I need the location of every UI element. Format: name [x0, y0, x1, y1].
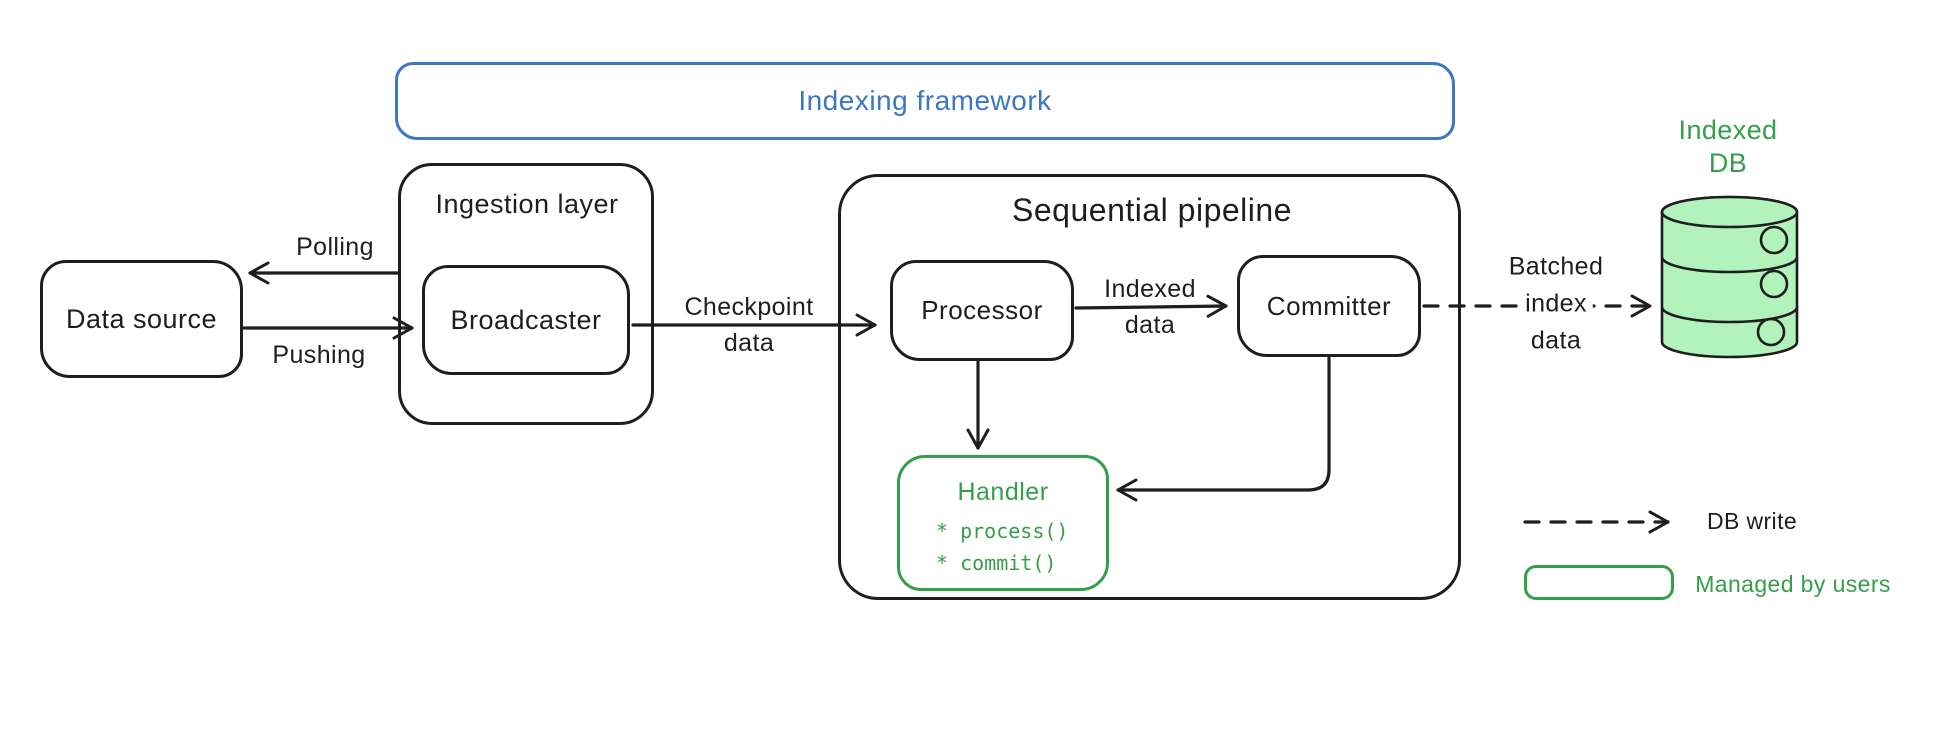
committer-node: Committer: [1237, 255, 1421, 357]
handler-node: Handler * process() * commit(): [897, 455, 1109, 591]
committer-label: Committer: [1266, 290, 1392, 321]
indexed-data-arrow: [1074, 294, 1228, 318]
db-cylinder-divider: [1660, 256, 1799, 274]
db-cylinder-divider: [1660, 306, 1799, 324]
db-dot-icon: [1756, 317, 1786, 347]
db-cylinder-top: [1660, 195, 1799, 229]
legend-db-write-label: DB write: [1706, 508, 1798, 534]
ingestion-layer-group: [398, 163, 654, 425]
handler-method-process: * process(): [936, 519, 1069, 543]
indexed-data-label: Indexed data: [1104, 271, 1196, 343]
indexed-data-line1: Indexed: [1104, 275, 1196, 303]
batched-line3: data: [1530, 326, 1582, 355]
batched-line2: index: [1519, 285, 1593, 323]
indexed-db-line1: Indexed: [1678, 115, 1778, 145]
batched-line1: Batched: [1508, 252, 1604, 281]
data-source-node: Data source: [40, 260, 243, 378]
indexed-db-label: Indexed DB: [1679, 114, 1778, 180]
checkpoint-data-label: Checkpoint data: [684, 289, 813, 361]
indexing-framework-label: Indexing framework: [798, 85, 1052, 116]
indexed-data-line2: data: [1124, 311, 1176, 339]
polling-arrow-label: Polling: [296, 233, 374, 261]
checkpoint-data-line2: data: [723, 329, 775, 357]
handler-method-commit: * commit(): [936, 551, 1057, 575]
data-source-label: Data source: [65, 303, 218, 334]
checkpoint-data-line1: Checkpoint: [684, 293, 814, 321]
batched-index-data-label: Batched index data: [1509, 249, 1604, 360]
indexed-db-line2: DB: [1708, 148, 1748, 178]
db-dot-icon: [1759, 225, 1789, 255]
broadcaster-label: Broadcaster: [450, 304, 602, 335]
sequential-pipeline-label: Sequential pipeline: [1012, 192, 1292, 228]
sequential-pipeline-group: [838, 174, 1461, 600]
legend-managed-by-users-label: Managed by users: [1695, 571, 1891, 597]
indexed-db-icon: [1660, 195, 1799, 359]
processor-label: Processor: [921, 295, 1043, 325]
broadcaster-node: Broadcaster: [422, 265, 630, 375]
ingestion-layer-label: Ingestion layer: [435, 189, 619, 219]
processor-node: Processor: [890, 260, 1074, 361]
handler-label: Handler: [957, 478, 1049, 506]
legend-managed-swatch-icon: [1524, 565, 1674, 600]
committer-handler-arrow: [1116, 356, 1331, 502]
db-dot-icon: [1759, 269, 1789, 299]
pushing-arrow-label: Pushing: [272, 341, 366, 369]
indexing-framework-banner: Indexing framework: [395, 62, 1455, 140]
